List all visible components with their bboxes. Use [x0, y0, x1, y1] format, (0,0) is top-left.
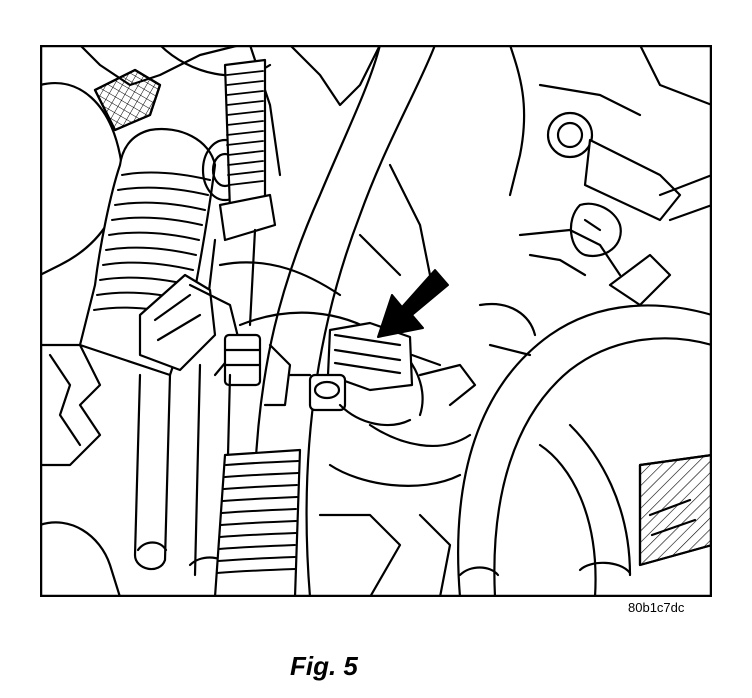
figure-frame [40, 45, 712, 597]
corrugated-boot [213, 448, 302, 597]
figure-caption: Fig. 5 [290, 651, 358, 681]
right-curved-tube [457, 304, 712, 597]
callout-arrow [377, 269, 449, 338]
figure-reference-code: 80b1c7dc [628, 600, 685, 615]
lower-left-tubes [133, 363, 232, 577]
right-lower-assembly [538, 423, 712, 597]
hose-clamp [138, 273, 262, 387]
right-upper-fitting [508, 45, 712, 307]
engine-component-illustration [40, 45, 712, 597]
electrical-connector [308, 321, 442, 412]
hatched-panel [93, 68, 162, 132]
corrugated-tube-upper [203, 58, 277, 327]
central-tube [253, 45, 437, 597]
detail-lines [263, 302, 537, 427]
